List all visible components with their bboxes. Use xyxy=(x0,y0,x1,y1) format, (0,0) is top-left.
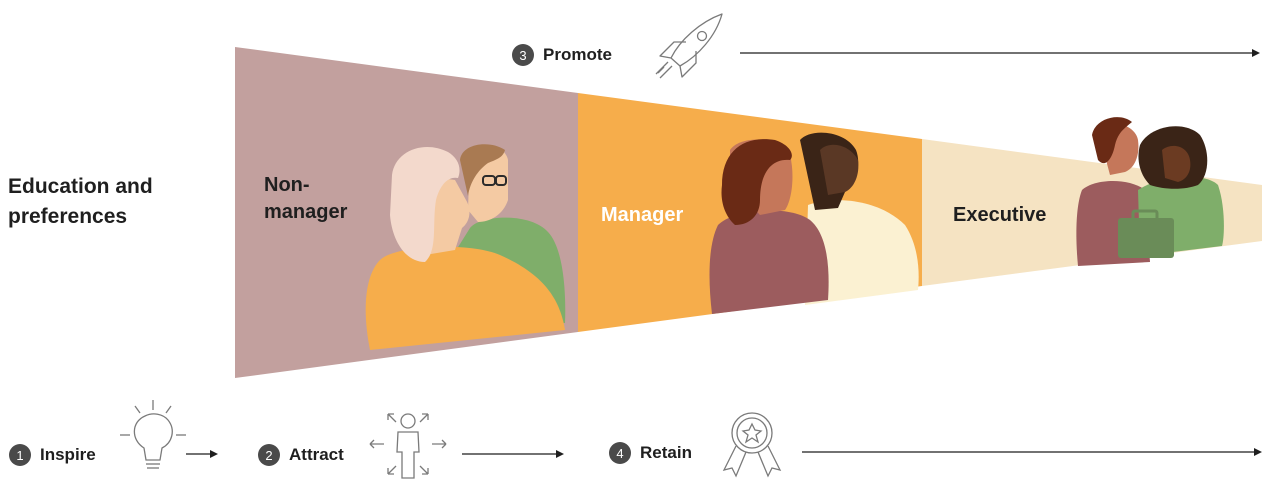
rocket-icon xyxy=(655,13,723,79)
step-promote: 3 Promote xyxy=(512,44,612,66)
step-retain: 4 Retain xyxy=(609,442,692,464)
retain-arrow xyxy=(802,448,1262,456)
step-attract: 2 Attract xyxy=(258,444,344,466)
person-arrows-icon xyxy=(369,413,447,479)
step-number-badge: 2 xyxy=(258,444,280,466)
manager-people-illustration xyxy=(709,132,919,314)
executive-people-illustration xyxy=(1076,117,1224,266)
attract-arrow xyxy=(462,450,564,458)
stage-label-executive: Executive xyxy=(953,204,1047,226)
step-label-attract: Attract xyxy=(289,445,344,464)
step-number-badge: 3 xyxy=(512,44,534,66)
step-label-retain: Retain xyxy=(640,443,692,462)
step-inspire: 1 Inspire xyxy=(9,444,96,466)
step-label-inspire: Inspire xyxy=(40,445,96,464)
step-number-badge: 4 xyxy=(609,442,631,464)
step-label-promote: Promote xyxy=(543,45,612,64)
step-number-badge: 1 xyxy=(9,444,31,466)
stage-label-non-manager: Non- manager xyxy=(264,174,348,223)
promote-arrow xyxy=(740,49,1260,57)
lightbulb-icon xyxy=(120,400,186,469)
education-preferences-label: Education and preferences xyxy=(8,175,153,228)
inspire-arrow xyxy=(186,450,218,458)
award-ribbon-icon xyxy=(722,412,782,478)
stage-label-manager: Manager xyxy=(601,204,684,226)
non-manager-people-illustration xyxy=(365,144,566,350)
